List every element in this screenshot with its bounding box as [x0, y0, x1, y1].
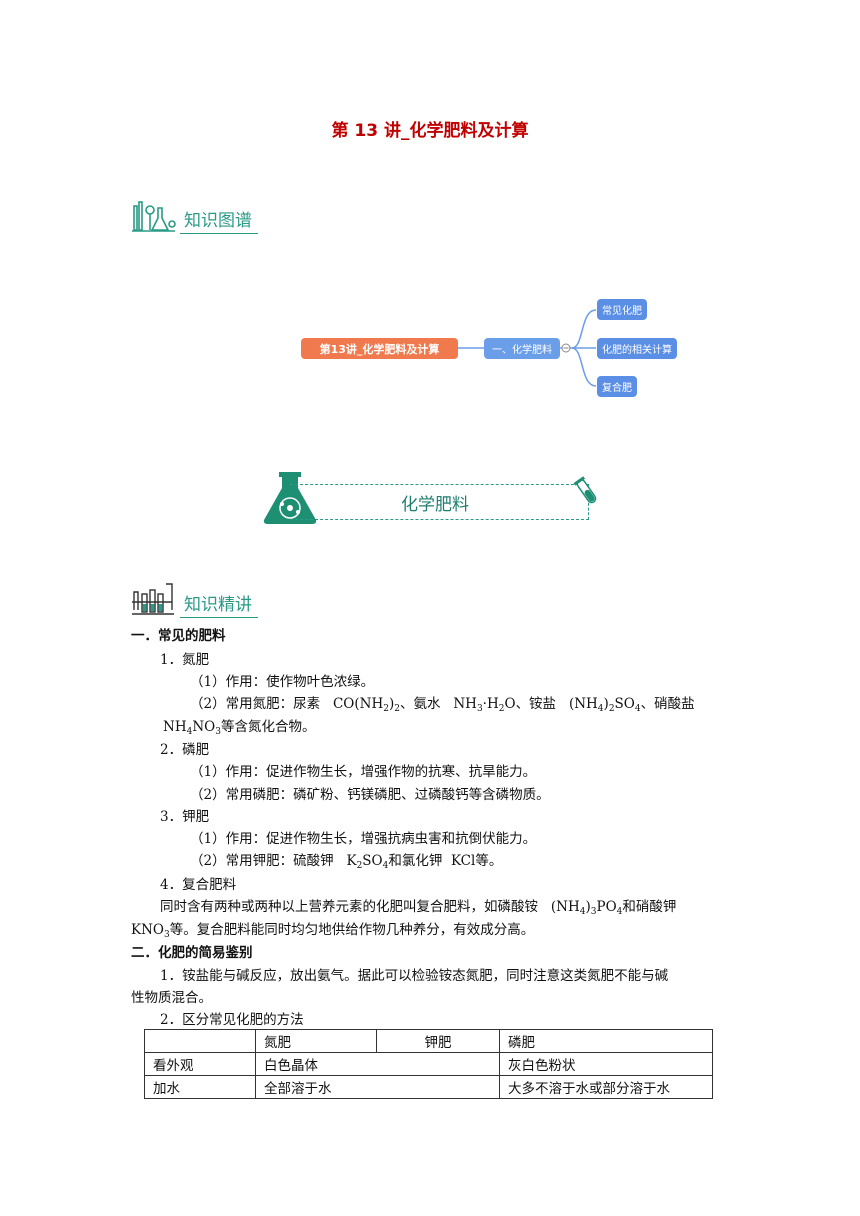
section-header-map: 知识图谱 [130, 198, 258, 234]
table-header-cell: 氮肥 [255, 1029, 377, 1053]
page-title: 第 13 讲_化学肥料及计算 [331, 121, 529, 141]
banner-title: 化学肥料 [401, 495, 469, 515]
table-cell: 白色晶体 [255, 1052, 500, 1076]
potassium-use: （1）作用：促进作物生长，增强抗病虫害和抗倒伏能力。 [190, 831, 537, 847]
item-potassium-title: 3．钾肥 [160, 809, 210, 825]
mindmap-child-compound: 复合肥 [597, 376, 637, 397]
nitrogen-common-line-2: NH4NO3等含氮化合物。 [163, 719, 316, 737]
identification-1b: 性物质混合。 [131, 990, 212, 1006]
mindmap-connectors [458, 309, 597, 387]
table-row: 加水 全部溶于水 大多不溶于水或部分溶于水 [144, 1075, 713, 1099]
fertilizer-comparison-table: 氮肥 钾肥 磷肥 看外观 白色晶体 灰白色粉状 加水 全部溶于水 大多不溶于水或… [144, 1029, 713, 1099]
potassium-common: （2）常用钾肥：硫酸钾 K2SO4和氯化钾 KCl等。 [190, 853, 503, 871]
item-nitrogen-title: 1．氮肥 [160, 652, 210, 668]
item-phosphorus-title: 2．磷肥 [160, 742, 210, 758]
mindmap-child-calc: 化肥的相关计算 [597, 338, 677, 359]
lab-equipment-icon [132, 201, 176, 232]
compound-text-2: KNO3等。复合肥料能同时均匀地供给作物几种养分，有效成分高。 [131, 922, 535, 940]
table-cell: 灰白色粉状 [499, 1052, 713, 1076]
phosphorus-use: （1）作用：促进作物生长，增强作物的抗寒、抗旱能力。 [190, 764, 537, 780]
table-row: 看外观 白色晶体 灰白色粉状 [144, 1052, 713, 1076]
table-header-cell: 磷肥 [499, 1029, 713, 1053]
heading-identification: 二．化肥的简易鉴别 [131, 945, 253, 961]
phosphorus-common: （2）常用磷肥：磷矿粉、钙镁磷肥、过磷酸钙等含磷物质。 [190, 787, 550, 803]
table-cell: 看外观 [144, 1052, 256, 1076]
test-tube-icon [573, 476, 597, 504]
table-header-cell [144, 1029, 256, 1053]
mindmap-root: 第13讲_化学肥料及计算 [301, 338, 458, 359]
table-header-row: 氮肥 钾肥 磷肥 [144, 1029, 713, 1053]
section-header-detail: 知识精讲 [130, 580, 258, 618]
section-title-map: 知识图谱 [180, 206, 258, 234]
identification-2: 2．区分常见化肥的方法 [160, 1012, 304, 1028]
nitrogen-common-line: （2）常用氮肥：尿素 CO(NH2)2、氨水 NH3·H2O、铵盐 (NH4)2… [190, 696, 695, 714]
test-tube-rack-icon [132, 583, 174, 615]
table-cell: 全部溶于水 [255, 1075, 500, 1099]
heading-common-fertilizers: 一．常见的肥料 [131, 628, 226, 644]
section-title-detail: 知识精讲 [180, 590, 258, 618]
identification-1a: 1．铵盐能与碱反应，放出氨气。据此可以检验铵态氮肥，同时注意这类氮肥不能与碱 [160, 968, 669, 984]
item-compound-title: 4．复合肥料 [160, 877, 237, 893]
flask-icon [263, 472, 317, 524]
compound-text-1: 同时含有两种或两种以上营养元素的化肥叫复合肥料，如磷酸铵 (NH4)3PO4和硝… [160, 899, 677, 917]
table-cell: 大多不溶于水或部分溶于水 [499, 1075, 713, 1099]
mindmap-branch: 一、化学肥料 [484, 338, 560, 359]
table-header-cell: 钾肥 [376, 1029, 500, 1053]
table-cell: 加水 [144, 1075, 256, 1099]
nitrogen-use: （1）作用：使作物叶色浓绿。 [190, 674, 375, 690]
mindmap-child-common: 常见化肥 [597, 299, 647, 320]
